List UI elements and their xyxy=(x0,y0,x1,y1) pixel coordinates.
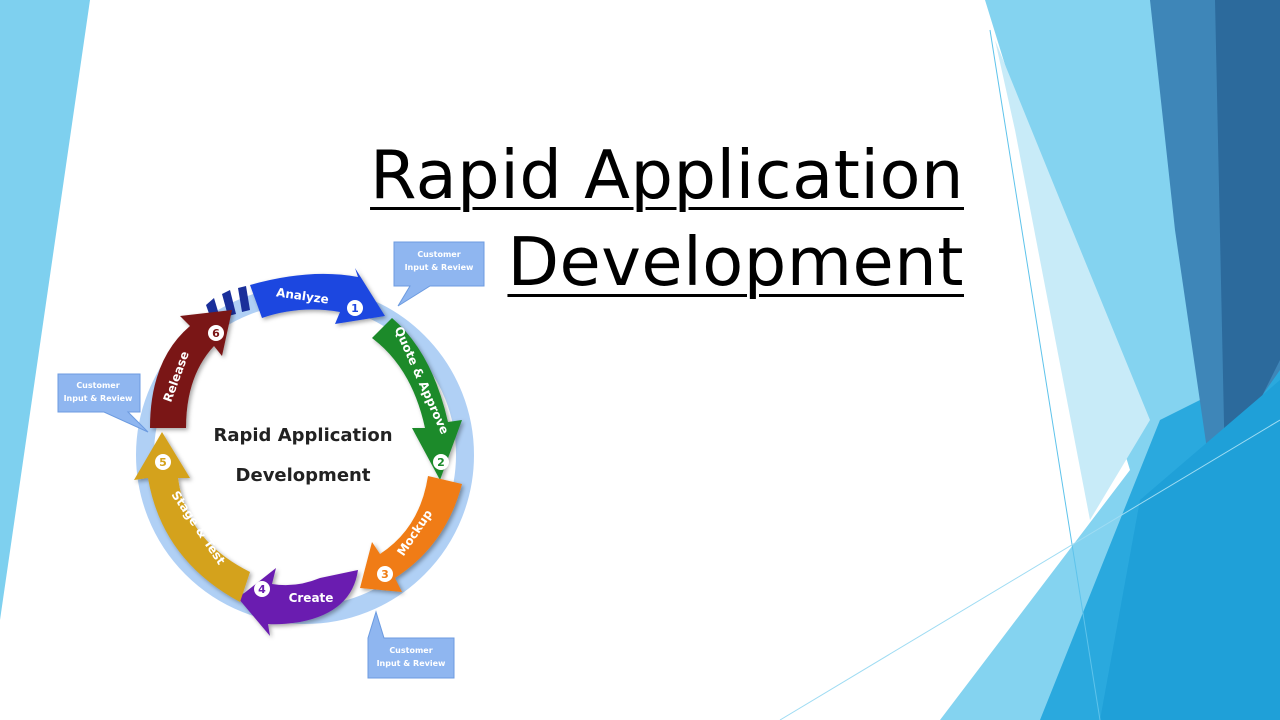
badge-step-5: 5 xyxy=(155,454,171,470)
right-facet-pale xyxy=(995,40,1150,520)
step-arrow-mockup xyxy=(360,476,462,592)
badge-step-1: 1 xyxy=(347,300,363,316)
step-label-create: Create xyxy=(289,591,334,605)
badge-num-1: 1 xyxy=(351,302,359,315)
badge-step-4: 4 xyxy=(254,581,270,597)
slide-title-line2: Development xyxy=(507,223,964,301)
right-facet-bright xyxy=(1100,380,1280,720)
badge-num-5: 5 xyxy=(159,456,167,469)
slide-title-line1: Rapid Application xyxy=(370,136,964,214)
callout-bottom: Customer Input & Review xyxy=(367,610,455,679)
callout-left: Customer Input & Review xyxy=(57,373,149,433)
callout-top-right-line2: Input & Review xyxy=(405,263,474,272)
callout-left-line1: Customer xyxy=(76,381,119,390)
slide-title: Rapid Application Development xyxy=(370,132,964,306)
badge-num-4: 4 xyxy=(258,583,266,596)
center-label-line2: Development xyxy=(236,465,371,486)
facet-line-1 xyxy=(989,29,1101,720)
callout-top-right: Customer Input & Review xyxy=(393,241,485,307)
step-badges: 1 2 3 4 5 6 xyxy=(155,300,449,597)
badge-step-6: 6 xyxy=(208,325,224,341)
center-label-line1: Rapid Application xyxy=(213,425,392,446)
badge-num-6: 6 xyxy=(212,327,220,340)
analyze-stripes xyxy=(206,286,250,322)
badge-num-3: 3 xyxy=(381,568,389,581)
callout-bottom-line1: Customer xyxy=(389,646,432,655)
badge-num-2: 2 xyxy=(437,456,445,469)
facet-line-2 xyxy=(779,419,1280,720)
callout-top-right-line1: Customer xyxy=(417,250,460,259)
badge-step-3: 3 xyxy=(377,566,393,582)
badge-step-2: 2 xyxy=(433,454,449,470)
step-arrow-stage-test xyxy=(134,432,250,602)
callout-bottom-line2: Input & Review xyxy=(377,659,446,668)
right-facet-dark xyxy=(1215,0,1280,470)
callout-left-line2: Input & Review xyxy=(64,394,133,403)
step-arrow-quote-approve xyxy=(372,318,462,480)
left-facet xyxy=(0,0,90,620)
